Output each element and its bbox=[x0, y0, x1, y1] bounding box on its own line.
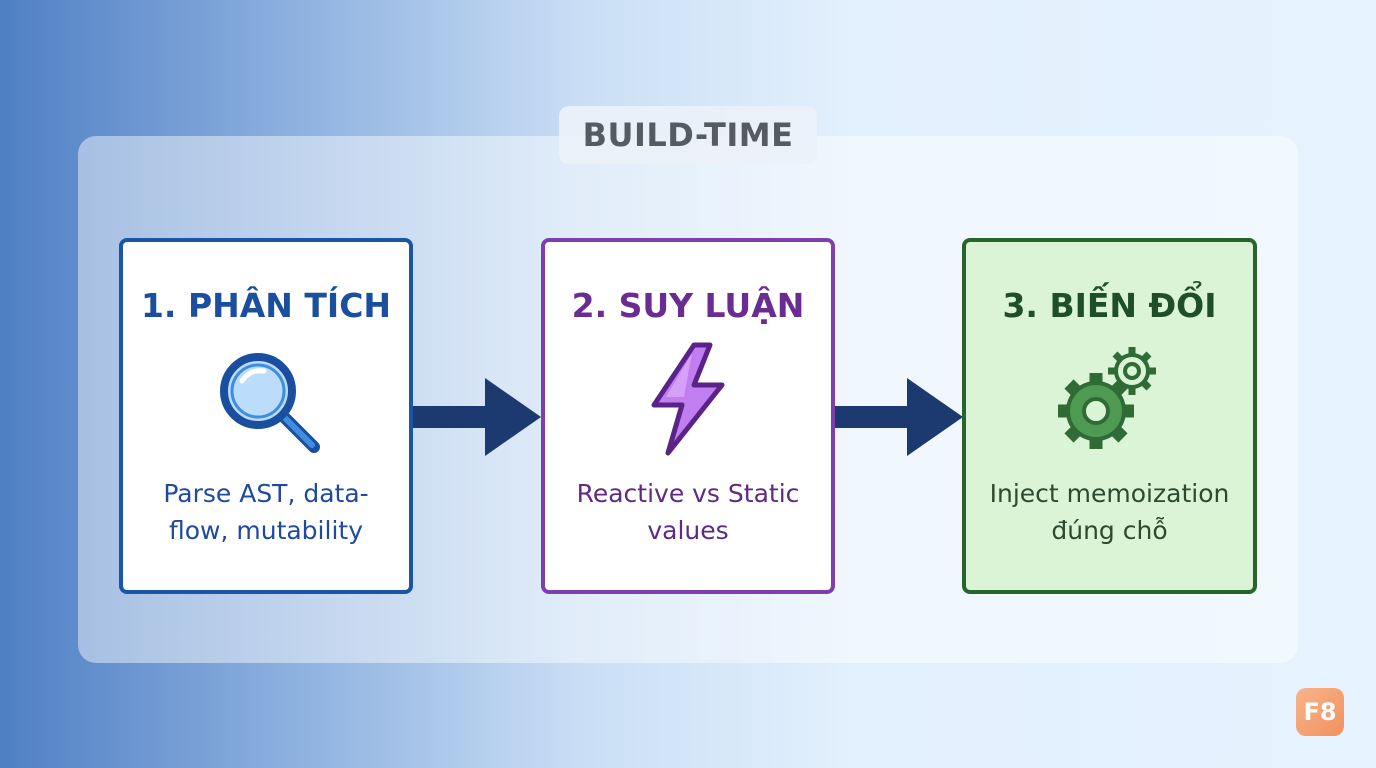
step-transform-card: 3. BIẾN ĐỔI bbox=[962, 238, 1257, 594]
arrow-right-icon bbox=[413, 378, 541, 456]
build-time-label: BUILD-TIME bbox=[559, 106, 817, 164]
step-description-line: Reactive vs Static bbox=[576, 479, 800, 508]
arrow-right-icon bbox=[835, 378, 963, 456]
step-description: Inject memoization đúng chỗ bbox=[985, 475, 1235, 549]
step-infer-card: 2. SUY LUẬN Reactive vs Static values bbox=[541, 238, 835, 594]
step-description-line: Parse AST, data- bbox=[163, 479, 369, 508]
gears-icon bbox=[1050, 339, 1170, 459]
step-description-line: Inject memoization bbox=[989, 479, 1230, 508]
step-title: 2. SUY LUẬN bbox=[571, 286, 805, 325]
lightning-icon bbox=[628, 339, 748, 459]
brand-logo: F8 bbox=[1296, 688, 1344, 736]
step-analyze-card: 1. PHÂN TÍCH Parse AST, data- flow, muta… bbox=[119, 238, 413, 594]
step-description: Parse AST, data- flow, mutability bbox=[141, 475, 391, 549]
step-description-line: đúng chỗ bbox=[1051, 516, 1168, 545]
step-title: 1. PHÂN TÍCH bbox=[140, 286, 392, 325]
step-description-line: flow, mutability bbox=[168, 516, 363, 545]
step-description: Reactive vs Static values bbox=[563, 475, 813, 549]
step-title: 3. BIẾN ĐỔI bbox=[1002, 286, 1217, 325]
step-description-line: values bbox=[647, 516, 729, 545]
magnifier-icon bbox=[206, 339, 326, 459]
